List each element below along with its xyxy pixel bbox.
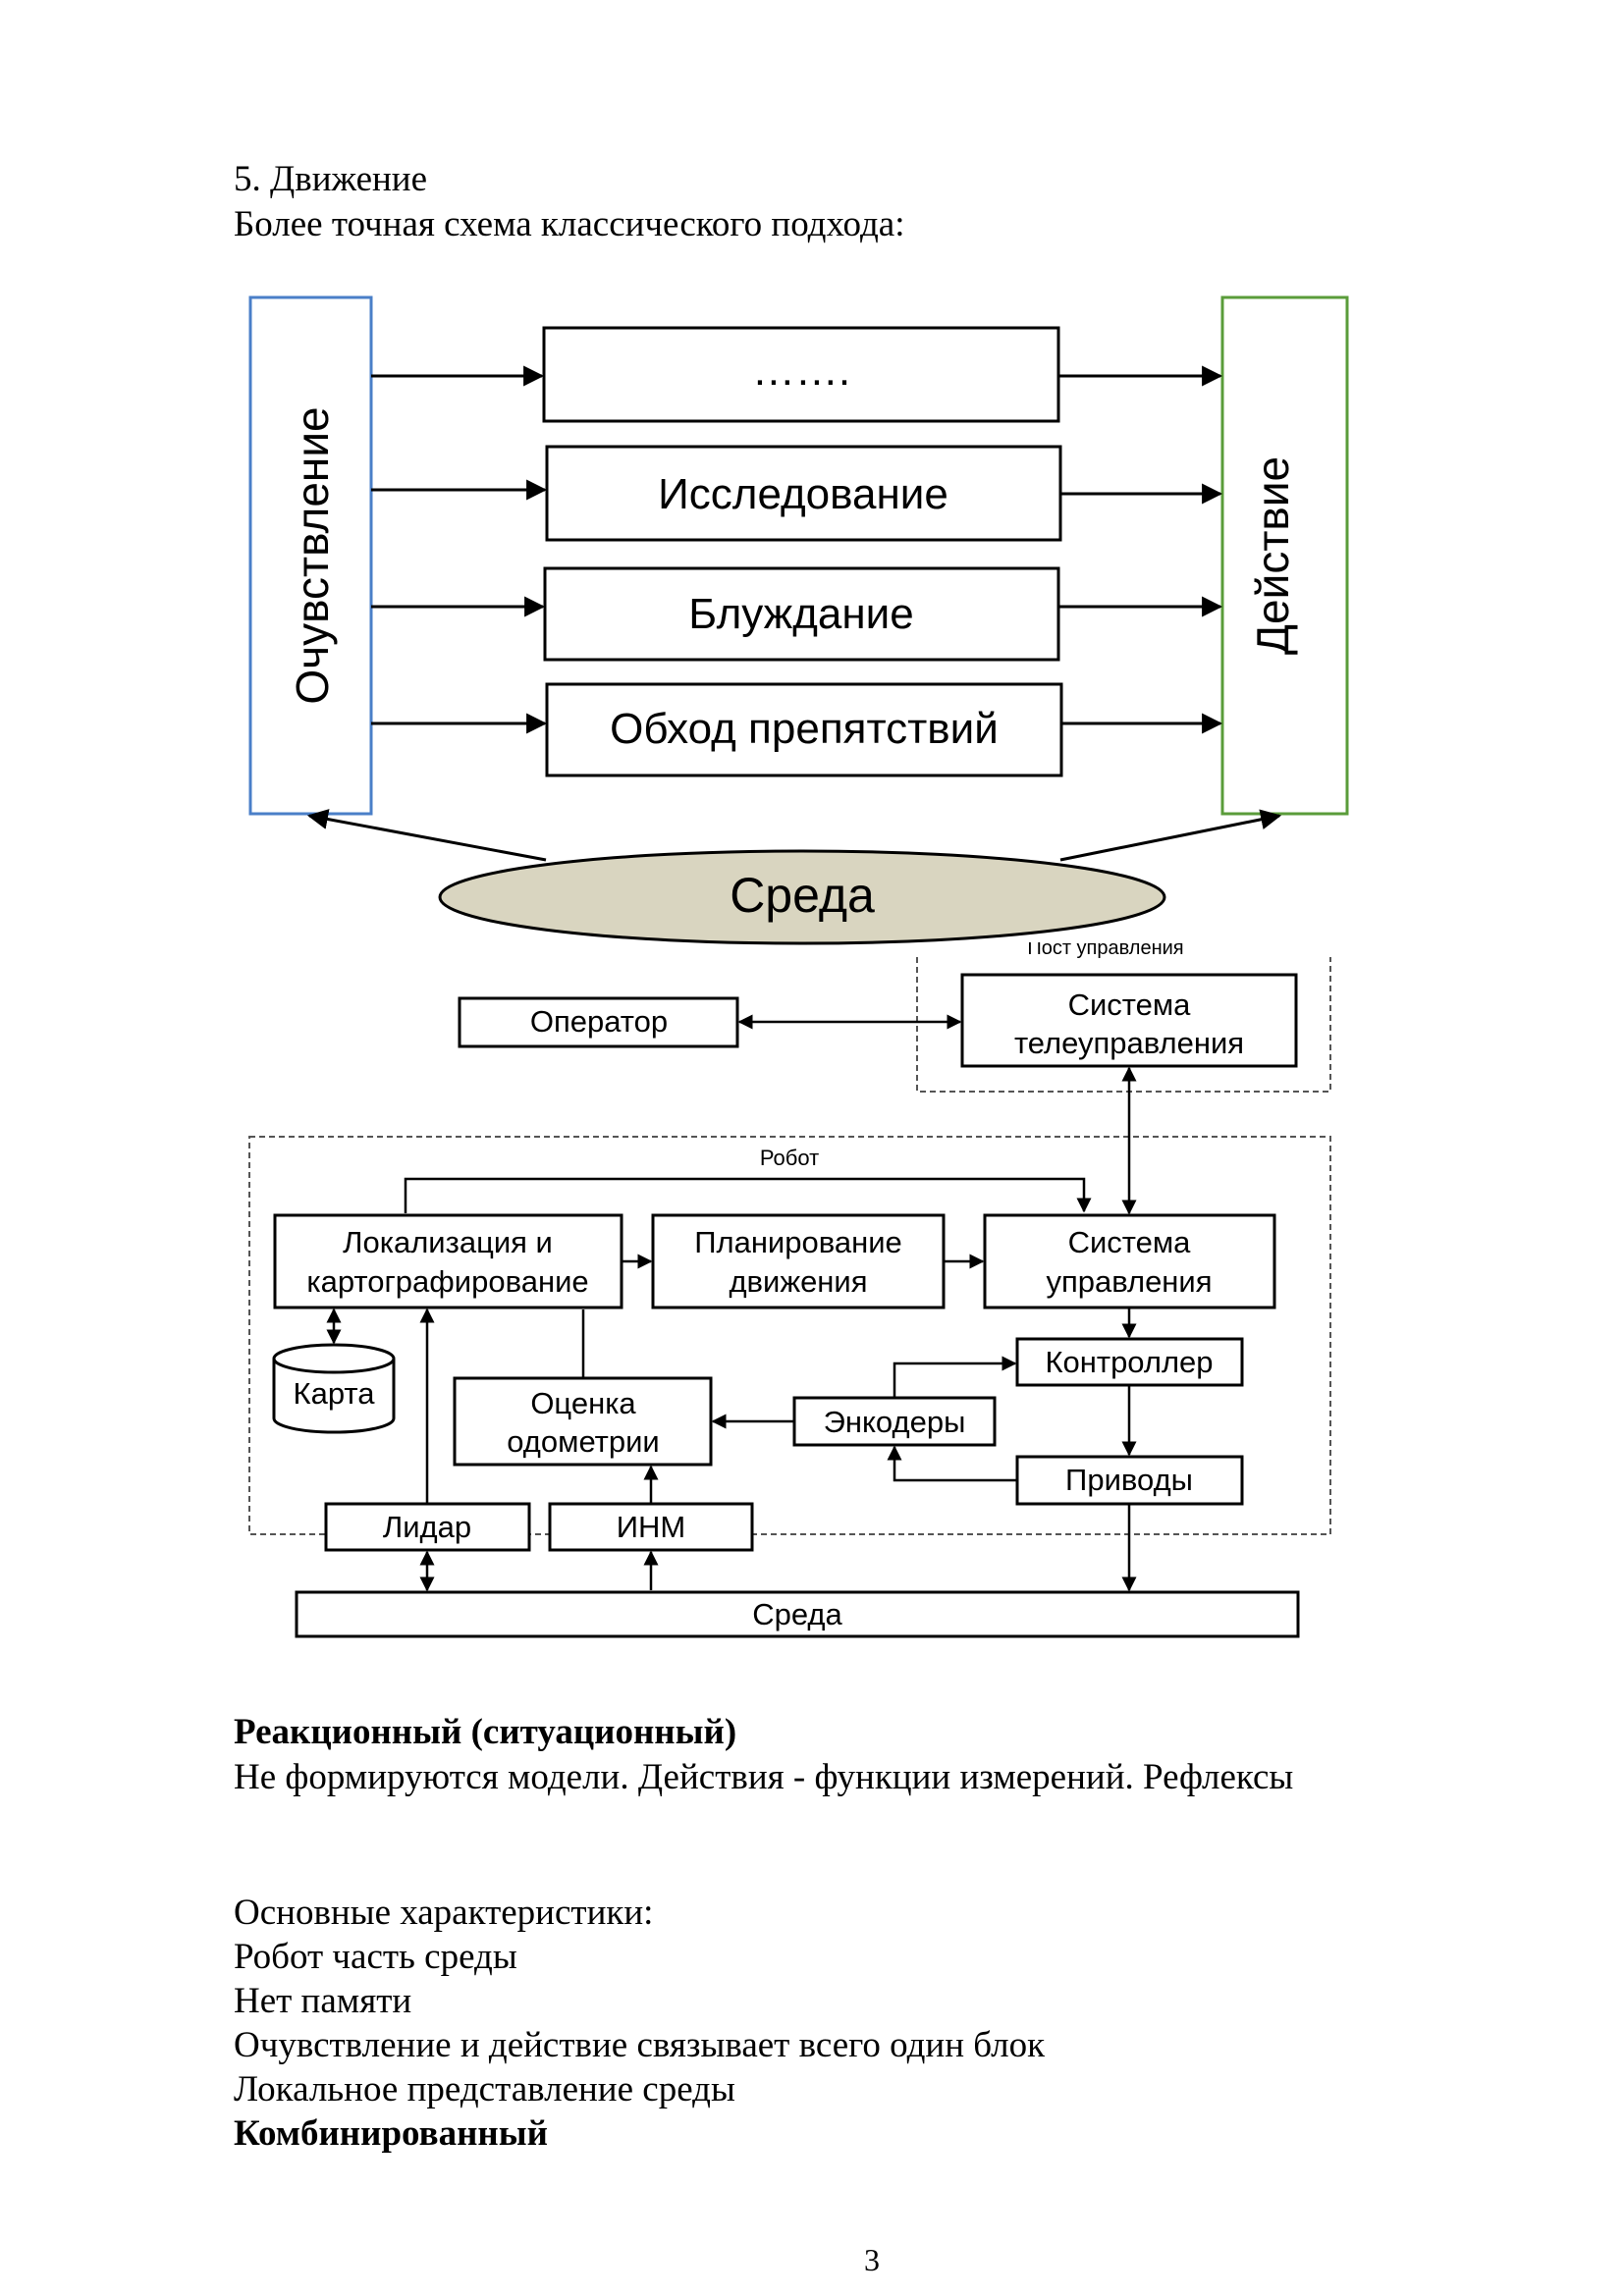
operator-label: Оператор — [530, 1004, 668, 1039]
behavior-label-avoid: Обход препятствий — [610, 705, 999, 753]
localization-label-2: картографирование — [306, 1264, 588, 1299]
localization-box — [273, 1213, 623, 1309]
intro-text: Более точная схема классического подхода… — [234, 204, 905, 244]
robot-region — [248, 1136, 1331, 1535]
arrow-encoders-controller — [893, 1356, 1017, 1398]
characteristic-item: Локальное представление среды — [234, 2069, 735, 2109]
section-heading: 5. Движение — [234, 159, 428, 199]
planning-label-1: Планирование — [694, 1225, 902, 1259]
inm-label: ИНМ — [617, 1510, 686, 1544]
characteristic-item: Нет памяти — [234, 1981, 412, 2021]
map-cylinder — [272, 1343, 396, 1434]
control-system-label-2: управления — [1046, 1264, 1212, 1299]
lidar-box — [324, 1502, 531, 1552]
control-post-label: Пост управления — [1027, 942, 1183, 959]
behavior-box-avoid — [545, 682, 1063, 777]
arrow-localization-control-top — [404, 1177, 1092, 1213]
odometry-box — [453, 1376, 713, 1467]
characteristic-item: Очувствление и действие связывает всего … — [234, 2025, 1046, 2065]
action-column — [1220, 295, 1349, 816]
telecontrol-box — [960, 973, 1298, 1068]
planning-label-2: движения — [729, 1264, 867, 1299]
actuators-label: Приводы — [1065, 1463, 1193, 1497]
robot-label: Робот — [760, 1146, 819, 1170]
behavior-label-ellipsis: ……. — [752, 347, 850, 395]
page-number: 3 — [864, 2242, 880, 2277]
combined-title: Комбинированный — [234, 2113, 548, 2154]
characteristic-item: Робот часть среды — [234, 1937, 517, 1977]
environment-ellipse — [438, 849, 1166, 945]
lidar-label: Лидар — [383, 1510, 471, 1544]
reactive-description: Не формируются модели. Действия - функци… — [234, 1757, 1294, 1797]
behavior-label-explore: Исследование — [658, 470, 948, 518]
behavior-box-explore — [545, 445, 1062, 542]
odometry-label-2: одометрии — [507, 1424, 659, 1459]
encoders-label: Энкодеры — [824, 1405, 966, 1439]
sensing-label: Очувствление — [287, 406, 338, 704]
robot-architecture-diagram: Пост управления Оператор Система телеупр… — [248, 942, 1331, 1638]
controller-box — [1015, 1337, 1244, 1387]
action-label: Действие — [1247, 456, 1298, 655]
telecontrol-label-1: Система — [1068, 988, 1192, 1022]
odometry-label-1: Оценка — [530, 1386, 636, 1420]
arrow-env-sense — [306, 809, 547, 862]
planning-box — [651, 1213, 946, 1309]
classic-approach-diagram: Очувствление Действие ……. Исследование Б… — [248, 295, 1349, 945]
behavior-label-wander: Блуждание — [688, 590, 913, 638]
controller-label: Контроллер — [1045, 1345, 1213, 1379]
reactive-title: Реакционный (ситуационный) — [234, 1712, 737, 1752]
environment-label: Среда — [730, 868, 875, 923]
environment-bar-label: Среда — [752, 1597, 842, 1631]
behavior-box-wander — [543, 566, 1060, 662]
map-label: Карта — [294, 1376, 376, 1411]
arrow-actuators-encoders — [887, 1445, 1017, 1482]
environment-bar — [295, 1590, 1300, 1638]
operator-box — [458, 996, 739, 1048]
control-system-box — [983, 1213, 1276, 1309]
characteristics-heading: Основные характеристики: — [234, 1893, 654, 1933]
localization-label-1: Локализация и — [343, 1225, 553, 1259]
telecontrol-label-2: телеуправления — [1014, 1026, 1244, 1060]
control-system-label-1: Система — [1068, 1225, 1192, 1259]
arrow-env-action — [1059, 809, 1282, 862]
